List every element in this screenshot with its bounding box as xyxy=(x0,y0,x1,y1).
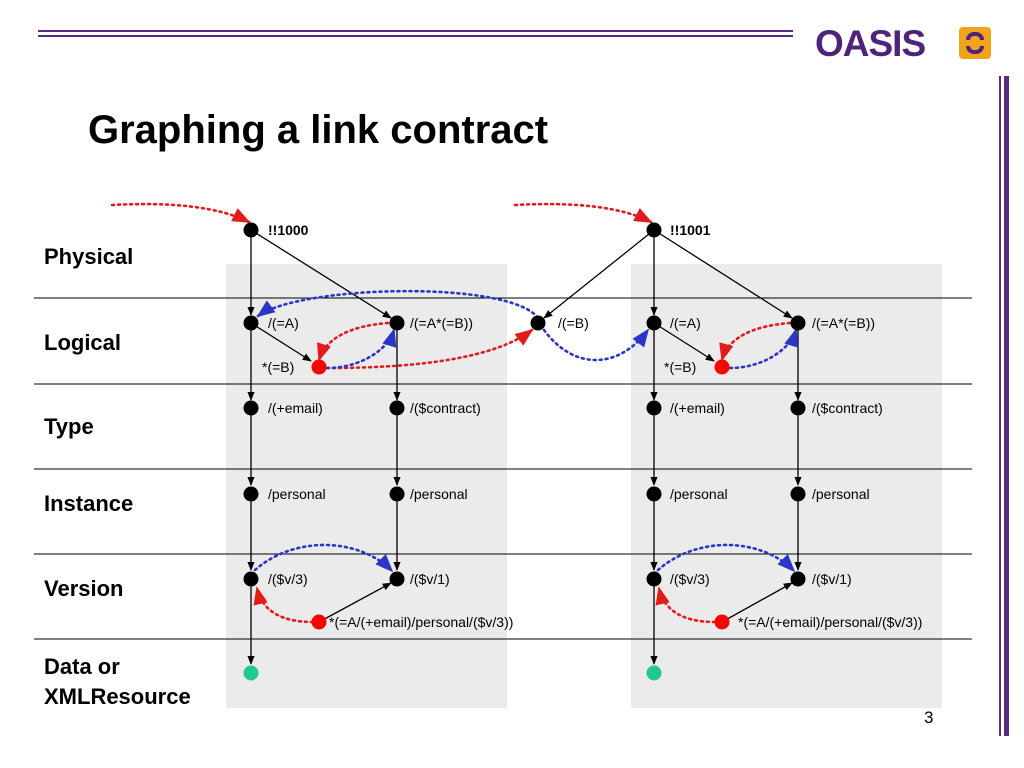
arrow-ab-to-b-1001 xyxy=(719,321,792,362)
arrow-ref-to-v3-1001 xyxy=(655,586,717,624)
node-label-personal-a: /personal xyxy=(670,486,728,502)
node-email xyxy=(646,400,662,416)
node-a xyxy=(646,315,662,331)
layer-label-data: Data or XMLResource xyxy=(44,652,191,712)
header-rule xyxy=(38,35,793,37)
node-email xyxy=(243,400,259,416)
layer-label-logical: Logical xyxy=(44,330,122,355)
node-label-b: *(=B) xyxy=(664,359,696,375)
node-label-email: /(+email) xyxy=(268,400,323,416)
header-rule xyxy=(38,30,793,32)
node-label-v1: /($v/1) xyxy=(410,571,450,587)
node-label-contract: /($contract) xyxy=(410,400,481,416)
edge xyxy=(721,582,793,623)
node-personal-a xyxy=(646,486,662,502)
layer-label-data-line: XMLResource xyxy=(44,684,191,709)
graph-1001-labels: !!1001 /(=A) /(=A*(=B)) *(=B) /(+email) … xyxy=(664,222,922,630)
edge xyxy=(250,322,312,362)
side-rule xyxy=(1004,76,1009,736)
node-contract xyxy=(389,400,405,416)
node-data xyxy=(646,665,662,681)
node-contract xyxy=(790,400,806,416)
node-label-ref: *(=A/(+email)/personal/($v/3)) xyxy=(738,614,922,630)
graph-panel-1000 xyxy=(226,264,507,708)
oasis-emblem-icon xyxy=(959,27,991,59)
node-label-v3: /($v/3) xyxy=(670,571,710,587)
layer-label-version: Version xyxy=(44,576,124,601)
page-number: 3 xyxy=(924,708,934,727)
node-shared-b xyxy=(530,315,546,331)
layer-label-physical: Physical xyxy=(44,244,134,269)
node-ab xyxy=(790,315,806,331)
node-ab xyxy=(389,315,405,331)
node-label-personal-a: /personal xyxy=(268,486,326,502)
node-root xyxy=(243,222,259,238)
graph-1001-nodes xyxy=(646,222,806,681)
graph-1000-edges xyxy=(247,229,401,665)
side-rule xyxy=(999,76,1001,736)
arrow-incoming-1001 xyxy=(513,202,653,224)
node-personal-b xyxy=(790,486,806,502)
node-label-ref: *(=A/(+email)/personal/($v/3)) xyxy=(329,614,513,630)
arrow-b-to-shared xyxy=(325,328,534,370)
graph-1000-nodes xyxy=(243,222,405,681)
node-ref xyxy=(311,614,327,630)
node-a xyxy=(243,315,259,331)
node-label-shared-b: /(=B) xyxy=(558,315,589,331)
node-label-v1: /($v/1) xyxy=(812,571,852,587)
node-b xyxy=(714,359,730,375)
node-b xyxy=(311,359,327,375)
layer-dividers xyxy=(34,297,972,640)
node-personal-b xyxy=(389,486,405,502)
node-label-root: !!1001 xyxy=(670,222,711,238)
node-label-ab: /(=A*(=B)) xyxy=(812,315,875,331)
arrow-incoming-1000 xyxy=(110,202,251,224)
node-label-personal-b: /personal xyxy=(812,486,870,502)
layer-label-type: Type xyxy=(44,414,94,439)
arrow-v3-to-v1-1000 xyxy=(253,543,394,573)
edge xyxy=(653,229,793,319)
layer-label-data-line: Data or xyxy=(44,654,120,679)
edge xyxy=(318,582,392,623)
arrow-shared-to-a-1000 xyxy=(256,289,540,320)
node-v3 xyxy=(646,571,662,587)
edge xyxy=(543,229,655,319)
node-root xyxy=(646,222,662,238)
arrow-v3-to-v1-1001 xyxy=(656,543,796,573)
arrow-ref-to-v3-1000 xyxy=(253,586,315,624)
node-v1 xyxy=(790,571,806,587)
node-ref xyxy=(714,614,730,630)
edge xyxy=(653,322,715,362)
node-label-a: /(=A) xyxy=(670,315,701,331)
node-label-root: !!1000 xyxy=(268,222,309,238)
slide-title: Graphing a link contract xyxy=(88,108,549,152)
node-personal-a xyxy=(243,486,259,502)
arrow-shared-to-a-1001 xyxy=(542,328,650,362)
node-label-a: /(=A) xyxy=(268,315,299,331)
node-label-personal-b: /personal xyxy=(410,486,468,502)
logo-wordmark: OASIS xyxy=(815,23,926,64)
node-v1 xyxy=(389,571,405,587)
arrow-b-to-ab-1000 xyxy=(325,328,397,370)
node-label-contract: /($contract) xyxy=(812,400,883,416)
node-label-v3: /($v/3) xyxy=(268,571,308,587)
edge xyxy=(250,229,392,319)
red-reference-arrows xyxy=(110,202,792,624)
node-label-b: *(=B) xyxy=(262,359,294,375)
graph-1000-labels: !!1000 /(=A) /(=A*(=B)) *(=B) /(+email) … xyxy=(262,222,513,630)
arrow-ab-to-b-1000 xyxy=(317,321,390,362)
blue-reference-arrows xyxy=(253,289,799,573)
node-data xyxy=(243,665,259,681)
node-v3 xyxy=(243,571,259,587)
node-label-ab: /(=A*(=B)) xyxy=(410,315,473,331)
layer-label-instance: Instance xyxy=(44,491,134,516)
arrow-b-to-ab-1001 xyxy=(728,328,799,370)
node-label-email: /(+email) xyxy=(670,400,725,416)
